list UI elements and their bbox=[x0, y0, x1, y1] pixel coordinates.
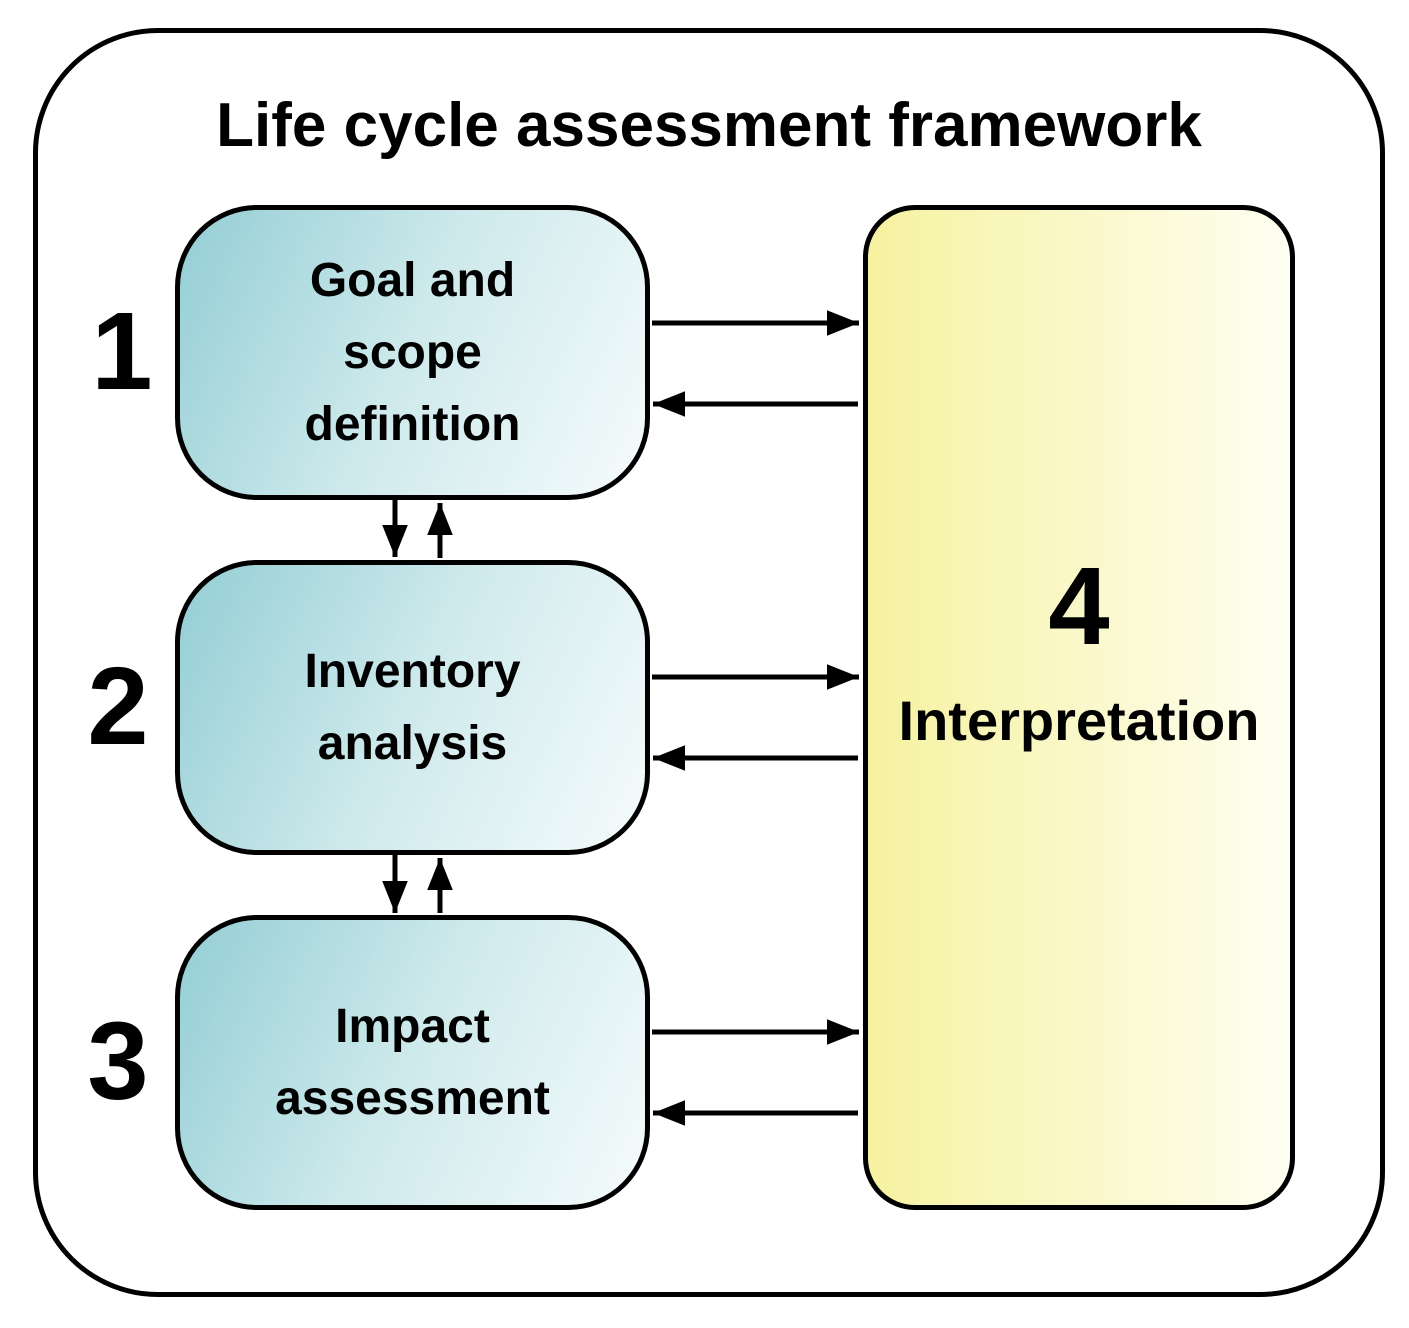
stage-number-2: 2 bbox=[87, 645, 149, 768]
box-interpretation: 4 Interpretation bbox=[863, 205, 1295, 1210]
diagram-title: Life cycle assessment framework bbox=[216, 91, 1202, 160]
box-goal-and-scope-definition: Goal and scope definition bbox=[175, 205, 650, 500]
stage-number-4: 4 bbox=[1048, 544, 1110, 668]
box-inventory-analysis-label: Inventory analysis bbox=[304, 644, 521, 770]
box-impact-assessment-label: Impact assessment bbox=[275, 999, 550, 1125]
stage-number-1: 1 bbox=[91, 290, 153, 413]
box-impact-assessment: Impact assessment bbox=[175, 915, 650, 1210]
box-interpretation-content: 4 Interpretation bbox=[898, 544, 1260, 753]
box-inventory-analysis: Inventory analysis bbox=[175, 560, 650, 855]
box-goal-and-scope-definition-label: Goal and scope definition bbox=[304, 253, 521, 451]
stage-number-3: 3 bbox=[87, 1000, 149, 1123]
box-interpretation-label: Interpretation bbox=[898, 688, 1260, 752]
